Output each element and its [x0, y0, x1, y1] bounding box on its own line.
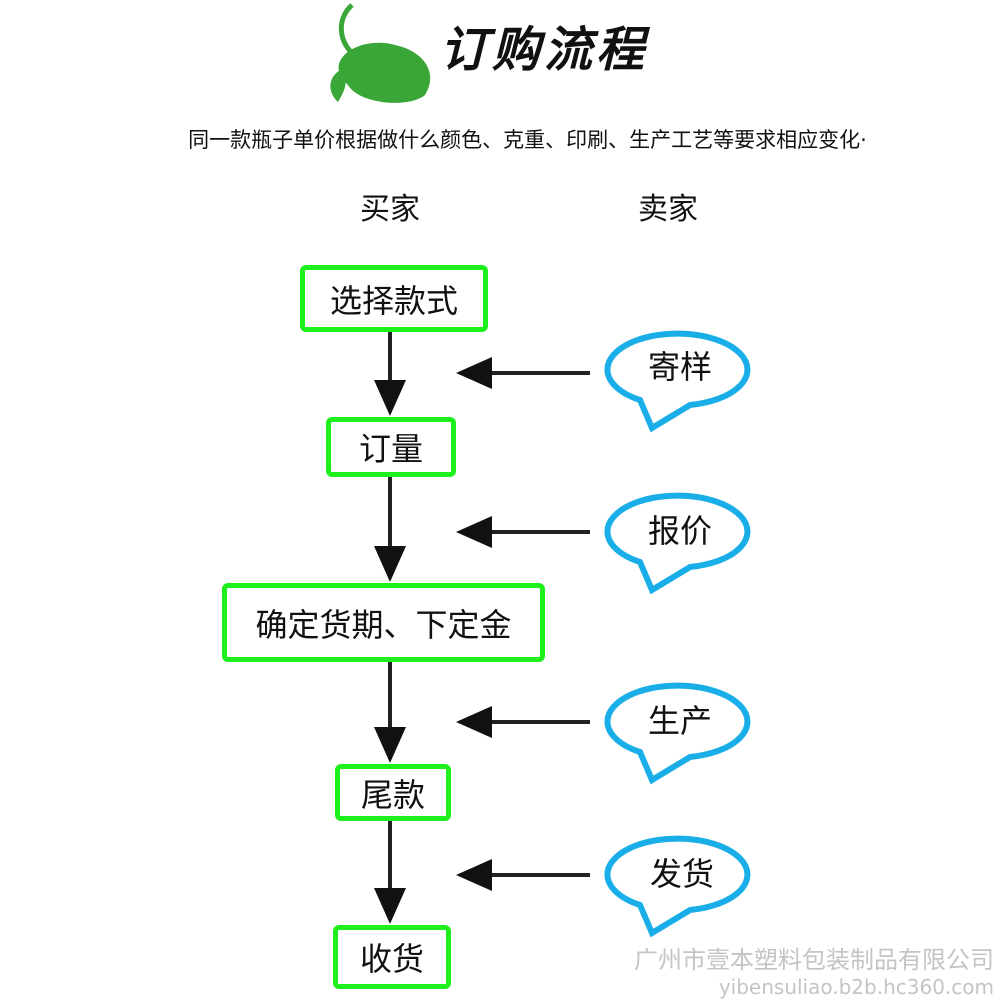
subtitle: 同一款瓶子单价根据做什么颜色、克重、印刷、生产工艺等要求相应变化·	[188, 128, 867, 152]
step-receive-goods: 收货	[333, 925, 451, 989]
speech-bubble	[604, 835, 751, 938]
seller-step-production: 生产	[647, 702, 712, 740]
seller-step-quote: 报价	[647, 512, 712, 550]
step-select-style: 选择款式	[300, 265, 488, 332]
speech-bubble	[604, 492, 751, 595]
seller-step-shipping: 发货	[649, 855, 714, 893]
logo-leaf-icon	[330, 3, 431, 103]
watermark-company: 广州市壹本塑料包装制品有限公司	[634, 946, 994, 974]
seller-step-send-sample: 寄样	[647, 348, 712, 386]
step-final-payment: 尾款	[335, 764, 451, 821]
watermark-url: yibensuliao.b2b.hc360.com	[718, 975, 994, 999]
step-confirm-delivery-deposit: 确定货期、下定金	[222, 583, 545, 662]
step-order-quantity: 订量	[326, 417, 456, 477]
seller-column-header: 卖家	[638, 192, 698, 227]
speech-bubble	[604, 682, 751, 785]
page-title: 订购流程	[440, 22, 649, 78]
buyer-column-header: 买家	[360, 192, 420, 227]
speech-bubble	[604, 330, 751, 433]
